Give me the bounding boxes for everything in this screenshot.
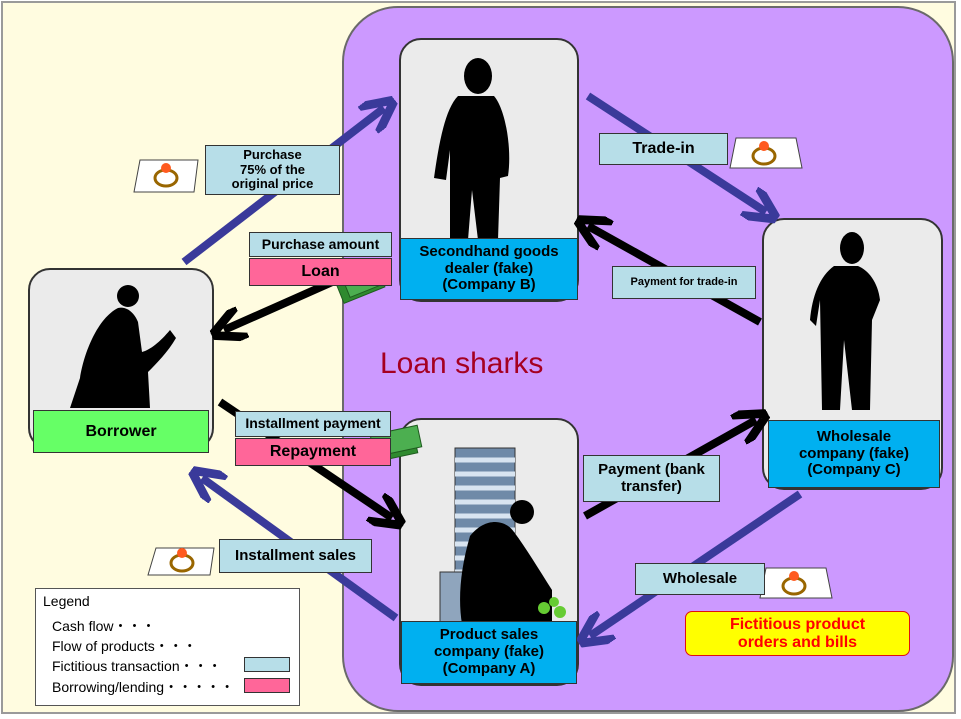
trade-in-tag: Trade-in xyxy=(599,133,728,165)
company-a-building xyxy=(439,447,566,625)
borrower-silhouette xyxy=(70,285,176,408)
company-c-silhouette xyxy=(810,232,880,410)
ring-icon-installment xyxy=(147,547,215,576)
legend-borrowing-label: Borrowing/lending・・・・・ xyxy=(52,679,235,695)
loan-tag: Loan xyxy=(249,258,392,286)
ring-icon-wholesale xyxy=(759,567,833,599)
legend-cash-flow-label: Cash flow・・・ xyxy=(52,618,156,634)
legend: Legend Cash flow・・・ Flow of products・・・ … xyxy=(35,588,300,706)
ring-icon-trade-in xyxy=(729,137,803,169)
legend-flow-products-label: Flow of products・・・ xyxy=(52,638,197,654)
company-a-label: Product sales company (fake) (Company A) xyxy=(401,621,577,684)
installment-payment-tag: Installment payment xyxy=(235,411,391,437)
legend-title: Legend xyxy=(43,593,90,609)
company-b-label: Secondhand goods dealer (fake) (Company … xyxy=(400,238,578,300)
legend-fictitious-swatch xyxy=(244,657,290,672)
company-b-silhouette xyxy=(434,58,510,240)
ring-icon-purchase xyxy=(133,159,199,193)
purchase-tag: Purchase 75% of the original price xyxy=(205,145,340,195)
legend-fictitious-label: Fictitious transaction・・・ xyxy=(52,658,222,674)
installment-sales-tag: Installment sales xyxy=(219,539,372,573)
legend-borrowing-swatch xyxy=(244,678,290,693)
repayment-tag: Repayment xyxy=(235,438,391,466)
wholesale-tag: Wholesale xyxy=(635,563,765,595)
bank-transfer-tag: Payment (bank transfer) xyxy=(583,455,720,502)
loan-sharks-title: Loan sharks xyxy=(380,347,544,380)
payment-trade-in-tag: Payment for trade-in xyxy=(612,266,756,299)
borrower-label: Borrower xyxy=(33,410,209,453)
purchase-amount-tag: Purchase amount xyxy=(249,232,392,257)
fictitious-orders-callout: Fictitious product orders and bills xyxy=(685,611,910,656)
company-c-label: Wholesale company (fake) (Company C) xyxy=(768,420,940,488)
